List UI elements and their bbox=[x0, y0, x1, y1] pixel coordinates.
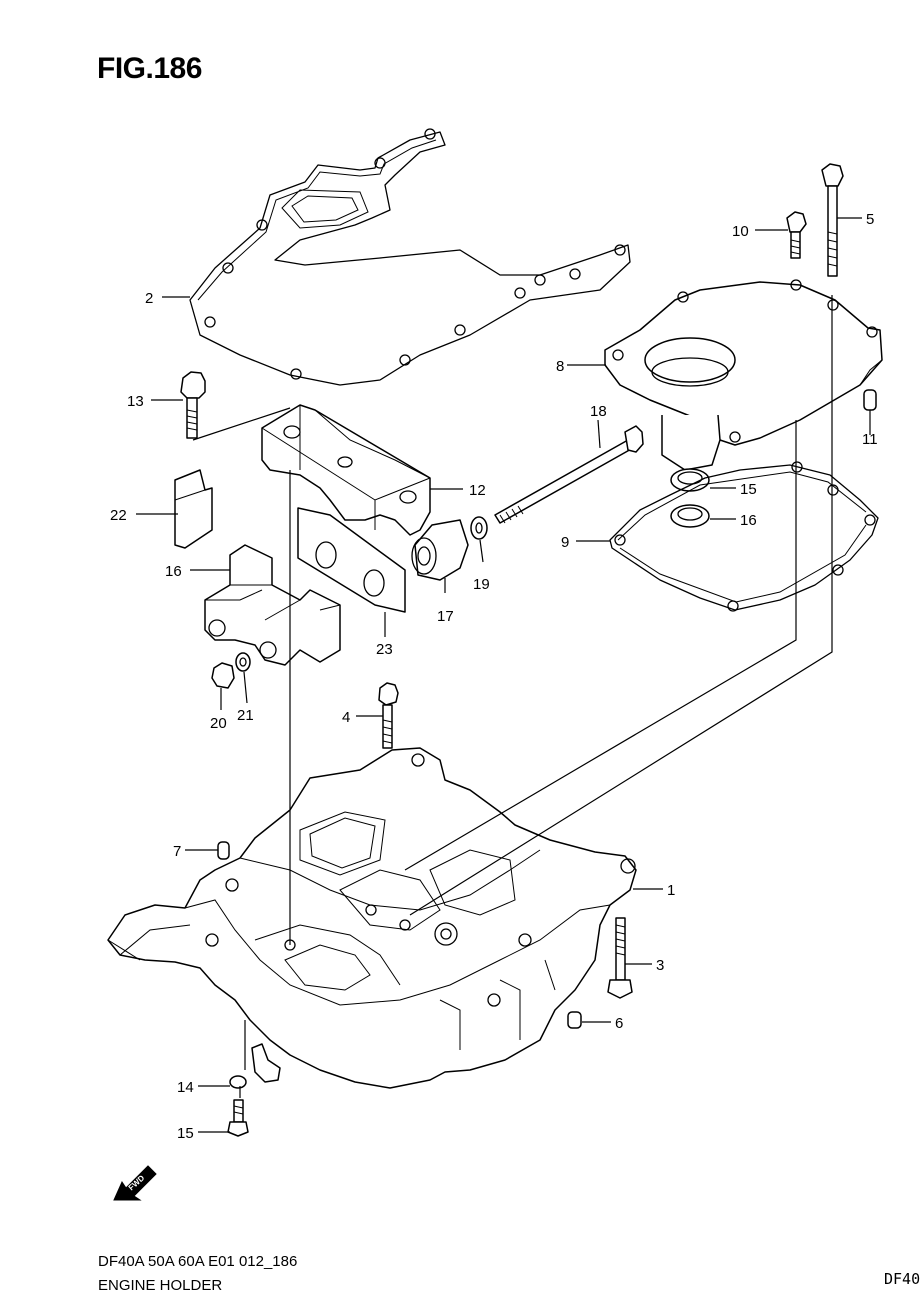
callout-12: 12 bbox=[469, 482, 486, 499]
washer-part-20 bbox=[470, 516, 488, 540]
callout-8: 8 bbox=[556, 358, 564, 375]
callout-17: 16 bbox=[165, 563, 182, 580]
washer-part-22 bbox=[235, 652, 251, 672]
callout-16-upper: 15 bbox=[740, 481, 757, 498]
callout-22: 21 bbox=[237, 707, 254, 724]
callout-9: 9 bbox=[561, 534, 569, 551]
bolt-part-5 bbox=[821, 163, 844, 277]
bush-part-18 bbox=[411, 519, 469, 581]
pin-part-6 bbox=[567, 1011, 582, 1029]
callout-21: 20 bbox=[210, 715, 227, 732]
callout-2: 2 bbox=[145, 290, 153, 307]
engine-holder-part-1 bbox=[107, 747, 637, 1089]
callout-4: 4 bbox=[342, 709, 350, 726]
callout-labels: 2 13 22 16 12 17 19 23 18 20 21 4 5 10 8… bbox=[110, 211, 878, 1142]
bracket-part-23 bbox=[174, 469, 213, 549]
bolt-part-13 bbox=[180, 371, 206, 439]
callout-13: 13 bbox=[127, 393, 144, 410]
callout-14: 14 bbox=[177, 1079, 194, 1096]
callout-10: 10 bbox=[732, 223, 749, 240]
holder-bracket-part-12 bbox=[261, 404, 431, 536]
seal-part-16-lower bbox=[670, 504, 710, 528]
callout-5: 5 bbox=[866, 211, 874, 228]
callout-11: 11 bbox=[862, 431, 878, 448]
pin-part-11 bbox=[863, 389, 877, 411]
plate-part-24 bbox=[297, 507, 406, 613]
callout-23: 22 bbox=[110, 507, 127, 524]
figure-name: ENGINE HOLDER bbox=[98, 1277, 223, 1294]
callout-20: 19 bbox=[473, 576, 490, 593]
callout-6: 6 bbox=[615, 1015, 623, 1032]
bolt-part-15 bbox=[227, 1099, 249, 1137]
assembly-guide-lines bbox=[192, 295, 833, 1098]
figure-title: FIG.186 bbox=[97, 52, 202, 85]
bolt-part-3 bbox=[607, 917, 633, 999]
leader-lines bbox=[136, 217, 871, 1133]
fwd-arrow-icon: FWD bbox=[113, 1165, 157, 1201]
callout-19: 18 bbox=[590, 403, 607, 420]
figure-code: DF40A 50A 60A E01 012_186 bbox=[98, 1253, 298, 1270]
bolt-part-4 bbox=[378, 682, 399, 749]
callout-15: 15 bbox=[177, 1125, 194, 1142]
fitting-part-14 bbox=[229, 1043, 281, 1089]
gasket-part-2 bbox=[189, 128, 631, 386]
mount-part-17 bbox=[204, 544, 341, 666]
seal-part-16-upper bbox=[670, 468, 710, 492]
side-label: DF40 bbox=[884, 1270, 921, 1288]
pin-part-7 bbox=[217, 841, 230, 860]
cover-part-8 bbox=[604, 279, 883, 471]
gasket-part-9 bbox=[609, 461, 879, 612]
callout-16-lower: 16 bbox=[740, 512, 757, 529]
callout-18: 17 bbox=[437, 608, 454, 625]
bolt-part-10 bbox=[786, 211, 807, 259]
nut-part-21 bbox=[211, 662, 235, 689]
callout-1: 1 bbox=[667, 882, 675, 899]
callout-7: 7 bbox=[173, 843, 181, 860]
callout-3: 3 bbox=[656, 957, 664, 974]
callout-24: 23 bbox=[376, 641, 393, 658]
bolt-part-19 bbox=[494, 425, 644, 524]
